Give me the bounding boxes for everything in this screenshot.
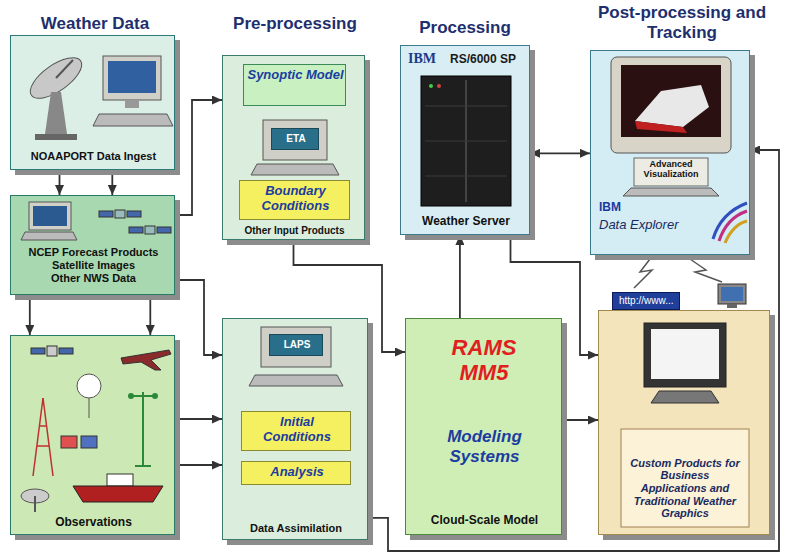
modeling-box: RAMS MM5Modeling SystemsCloud-Scale Mode… [405, 318, 562, 535]
lightning-link [634, 259, 722, 288]
flow-arrow [530, 152, 590, 154]
node-text: IBM [599, 201, 639, 215]
node-text: Satellite Images [16, 259, 171, 272]
node-text: Cloud-Scale Model [410, 514, 559, 528]
monitor-icon [718, 284, 746, 308]
node-text: Modeling Systems [416, 427, 553, 466]
node-text: NCEP Forecast Products [16, 246, 171, 259]
preprocessing-box: Other Input Products Synoptic ModelETA Bou… [222, 55, 365, 240]
node-text: IBM [405, 51, 439, 67]
server-cabinet [401, 46, 531, 236]
node-text: Weather Server [405, 215, 527, 229]
input-box: Initial Conditions [241, 411, 351, 451]
node-text: RS/6000 SP [439, 53, 527, 67]
screen-label: ETA [271, 128, 319, 150]
flow-arrow [175, 100, 222, 215]
node-text: Custom Products for Business Application… [627, 457, 743, 520]
column-heading: Processing [395, 18, 535, 38]
flow-arrow [459, 235, 461, 318]
data-product-box: NCEP Forecast ProductsSatellite ImagesOt… [10, 195, 175, 295]
node-text: Initial Conditions [245, 415, 349, 445]
observations-box: Observations [10, 335, 175, 535]
url-bar: http://www... [612, 292, 680, 310]
node-text: Analysis [245, 465, 349, 480]
node-text: Advanced Visualization [635, 160, 707, 180]
node-text: Observations [16, 516, 171, 530]
input-box: Boundary Conditions [239, 180, 350, 220]
node-text: LAPS [272, 339, 322, 351]
column-heading: Post-processing and Tracking [592, 3, 772, 44]
node-text: Other Input Products [227, 225, 362, 237]
node-text: Boundary Conditions [243, 184, 348, 214]
flow-arrow [149, 295, 151, 335]
column-heading: Pre-processing [215, 14, 375, 34]
node-text: Data Assimilation [227, 522, 365, 535]
flow-arrow [175, 418, 222, 420]
flow-arrow [175, 280, 222, 355]
products-box: Custom Products for Business Application… [598, 310, 770, 535]
model-box: Synoptic Model [243, 64, 346, 106]
flow-arrow [562, 419, 598, 421]
node-text: Synoptic Model [247, 68, 344, 83]
node-text: RAMS MM5 [434, 335, 534, 386]
observation-platforms [11, 336, 176, 536]
column-heading: Weather Data [20, 14, 170, 34]
flow-arrow [59, 170, 61, 195]
input-box: Analysis [241, 461, 351, 485]
node-text: NOAAPORT Data Ingest [16, 150, 171, 163]
node-text: ETA [274, 133, 318, 145]
assimilation-box: Data Assimilation LAPS Initial ConditionsA… [222, 318, 368, 540]
visualization-box: Advanced VisualizationIBM Data Explorer [590, 50, 750, 255]
data-source-box: NOAAPORT Data Ingest [10, 35, 175, 170]
screen-label: LAPS [269, 334, 323, 356]
server-box: IBMRS/6000 SP Weather Server [400, 45, 530, 235]
flow-arrow [29, 295, 31, 335]
flow-arrow [111, 170, 113, 195]
flow-arrow [175, 464, 222, 466]
node-text: Data Explorer [599, 218, 711, 233]
node-text: Other NWS Data [16, 272, 171, 285]
